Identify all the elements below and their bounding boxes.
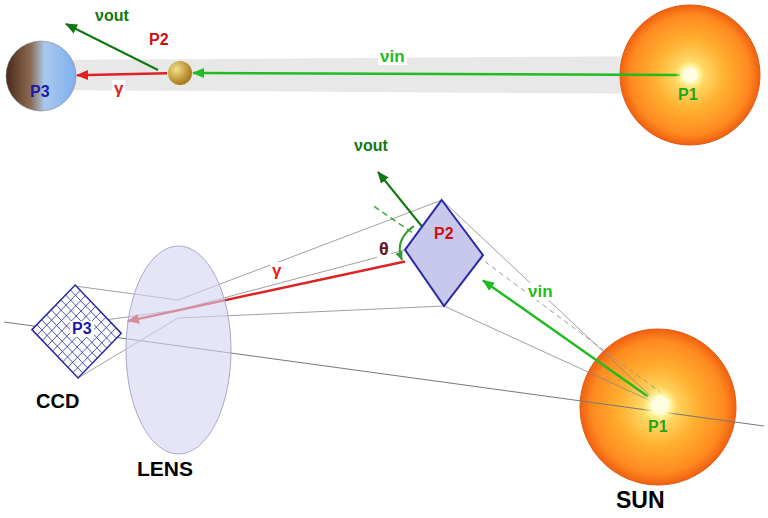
particle-label: γ [270,262,283,279]
ray-cone [32,200,660,405]
point-label: P3 [70,321,94,337]
moon: P2 [167,60,193,86]
part-name: LENS [137,458,193,479]
planet-shape [5,40,77,112]
dashed-ray [456,240,668,398]
ray-arrow [483,280,648,396]
source-point: P1 [648,393,672,417]
scatter-element: P2 [405,200,483,306]
point-label: P3 [30,84,50,100]
ray-arrow [193,73,680,75]
part-name: SUN [614,489,667,512]
ccd-sensor: P3CCD [32,285,128,378]
ray-arrow [77,73,167,75]
point-label: P1 [678,87,698,103]
particle-label: νin [526,283,555,300]
part-name: CCD [36,391,79,411]
outgoing-neutrino-arrow [66,24,158,70]
light-beam [40,56,690,94]
point-label: P1 [648,419,668,435]
planet: P3 [5,40,77,112]
particle-label: γ [112,80,125,97]
point-label: P2 [149,32,169,48]
particle-label: νout [93,8,131,24]
particle-label: νout [352,138,390,154]
sun-disc [580,329,736,485]
point-label: P2 [434,226,454,242]
source-point-shape [680,65,700,85]
lens-shape [125,245,232,455]
particle-label: νin [378,48,407,65]
moon-shape [167,60,193,86]
lens: LENS [125,245,232,455]
source-point: P1 [680,65,700,85]
scatter-element-shape [405,200,483,306]
angle-label: θ [377,240,391,258]
source-point-shape [648,393,672,417]
